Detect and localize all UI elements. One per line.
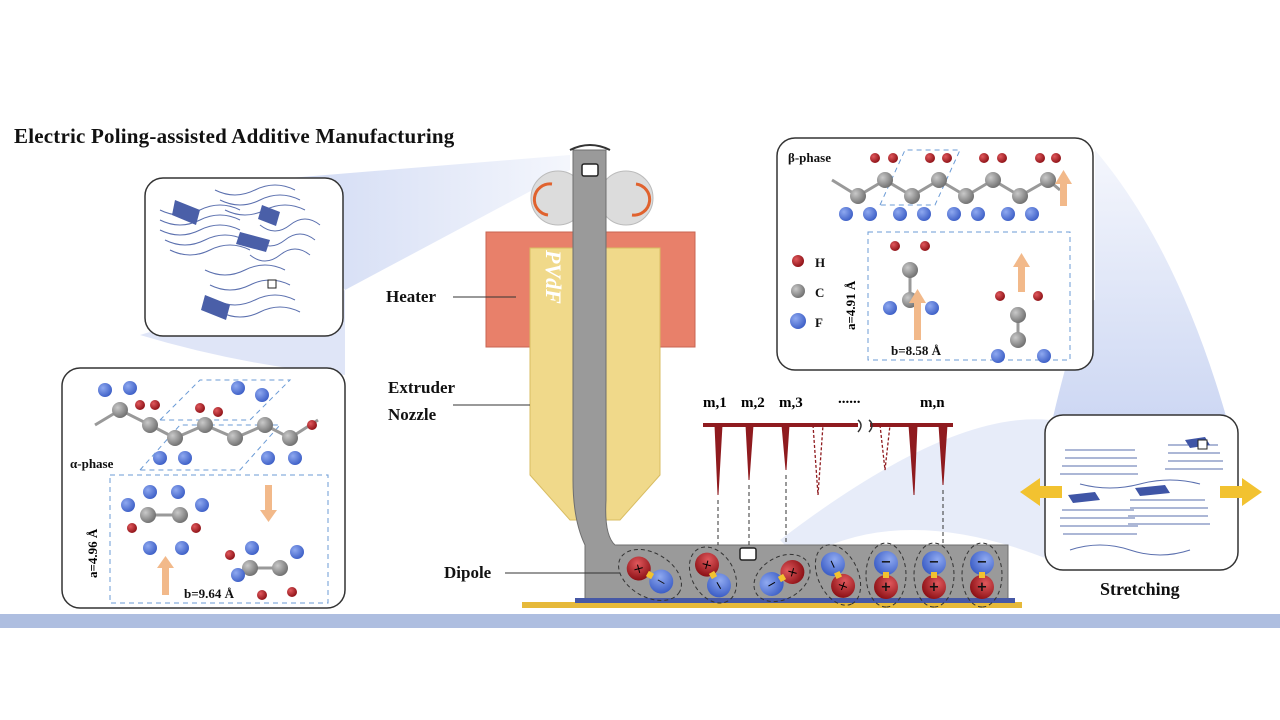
- dipole-array: × − × − × − × −: [618, 542, 1003, 608]
- dipole: [961, 542, 1003, 608]
- beta-dipole-arrow: [1060, 182, 1067, 206]
- electrode-label: m,3: [779, 395, 803, 411]
- rotation-arrow-left: [532, 182, 553, 217]
- dipole: × −: [688, 546, 738, 604]
- floor: [0, 614, 1280, 628]
- electrode-needle: [745, 424, 754, 481]
- beta-lattice-a: a=4.91 Å: [843, 280, 858, 330]
- dipole: [865, 542, 907, 608]
- electrode-ellipsis: ......: [838, 391, 861, 407]
- electrode-label: m,2: [741, 395, 765, 411]
- electrode-label: m,n: [920, 395, 945, 411]
- beam-right-upper: [1050, 150, 1230, 430]
- svg-text:−: −: [977, 555, 988, 570]
- electrode-needle: [714, 424, 723, 496]
- svg-text:+: +: [929, 580, 940, 595]
- alpha-phase-label: α-phase: [70, 456, 114, 471]
- beam-right-lower: [780, 419, 1050, 560]
- beta-dipole-arrow: [914, 300, 921, 340]
- svg-text:+: +: [881, 580, 892, 595]
- alpha-lattice-a: a=4.96 Å: [85, 528, 100, 578]
- roller-right: [598, 170, 654, 226]
- stretching-panel: [1020, 414, 1262, 571]
- pvdf-label: PVdF: [541, 250, 566, 304]
- element-legend-markers: [790, 255, 806, 329]
- dipole: [913, 542, 955, 608]
- beta-phase-label: β-phase: [788, 150, 831, 165]
- substrate-electrode: [575, 598, 1015, 603]
- svg-text:+: +: [977, 580, 988, 595]
- alpha-dipole-arrow: [265, 485, 272, 513]
- beta-phase-panel: [776, 137, 1094, 371]
- page-title: Electric Poling-assisted Additive Manufa…: [14, 124, 455, 148]
- electrode-projection-lines: [717, 475, 944, 545]
- electrode-needle: [938, 424, 948, 486]
- filament-top-curl: [569, 144, 611, 151]
- extruder-label: Extruder: [388, 378, 456, 397]
- crystal-morphology-panel: [144, 177, 344, 337]
- dipole-label: Dipole: [444, 563, 492, 582]
- beta-atoms: [839, 153, 1061, 363]
- rotation-arrow-right: [631, 182, 652, 217]
- svg-text:−: −: [929, 555, 940, 570]
- electrode-needle-faded: [812, 424, 824, 496]
- electrode-needle-faded: [879, 424, 891, 471]
- stretch-arrow-left: [1020, 478, 1062, 506]
- alpha-lattice-b: b=9.64 Å: [184, 586, 235, 601]
- nozzle-label: Nozzle: [388, 405, 437, 424]
- beta-dipole-arrow: [1018, 264, 1025, 292]
- filament-marker-top: [581, 163, 599, 177]
- legend-hydrogen: H: [815, 255, 826, 270]
- legend-fluorine: F: [815, 315, 823, 330]
- electrode-needle: [908, 424, 918, 496]
- electrode-needle: [781, 424, 790, 471]
- dipole: × −: [753, 553, 811, 603]
- stretching-label: Stretching: [1100, 579, 1180, 599]
- dipole: × −: [814, 544, 862, 606]
- dipole: × −: [618, 548, 682, 602]
- legend-carbon: C: [815, 285, 825, 300]
- electrode-array: [703, 419, 953, 496]
- heater-label: Heater: [386, 287, 437, 306]
- stretch-arrow-right: [1220, 478, 1262, 506]
- alpha-phase-panel: [61, 367, 346, 609]
- filament-marker-bottom: [739, 547, 757, 561]
- substrate-plate: [522, 602, 1022, 608]
- electrode-label: m,1: [703, 395, 727, 411]
- svg-text:−: −: [881, 555, 892, 570]
- beta-lattice-b: b=8.58 Å: [891, 343, 942, 358]
- alpha-atoms: [98, 381, 317, 600]
- alpha-dipole-arrow: [162, 565, 169, 595]
